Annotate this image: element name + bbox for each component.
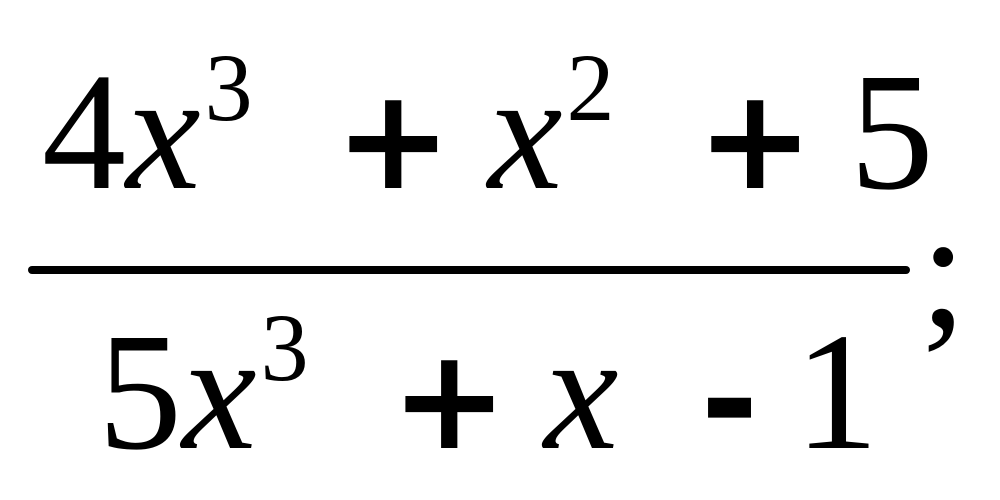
denominator-minus-operator: - xyxy=(700,319,759,482)
numerator-variable-x: x xyxy=(126,39,201,225)
numerator-plus-operator-2: + xyxy=(696,59,814,222)
numerator-exponent-2: 2 xyxy=(566,34,615,141)
denominator-constant-1: 1 xyxy=(794,299,879,485)
numerator-coefficient-4: 4 xyxy=(42,39,126,225)
denominator-variable-x: x xyxy=(182,299,257,485)
semicolon: ; xyxy=(920,177,967,363)
fraction-bar xyxy=(28,266,910,274)
numerator-variable-x-squared: x xyxy=(487,39,563,225)
denominator-coefficient-5: 5 xyxy=(98,299,182,485)
numerator-exponent-3: 3 xyxy=(204,34,253,141)
numerator-constant-5: 5 xyxy=(849,39,934,225)
denominator-exponent-3: 3 xyxy=(260,294,309,401)
denominator: 5x3 +x -1 xyxy=(98,294,879,483)
numerator: 4x3 +x2 +5 xyxy=(42,34,934,223)
denominator-variable-x-linear: x xyxy=(543,299,619,485)
denominator-plus-operator: + xyxy=(390,319,508,482)
numerator-plus-operator: + xyxy=(334,59,452,222)
